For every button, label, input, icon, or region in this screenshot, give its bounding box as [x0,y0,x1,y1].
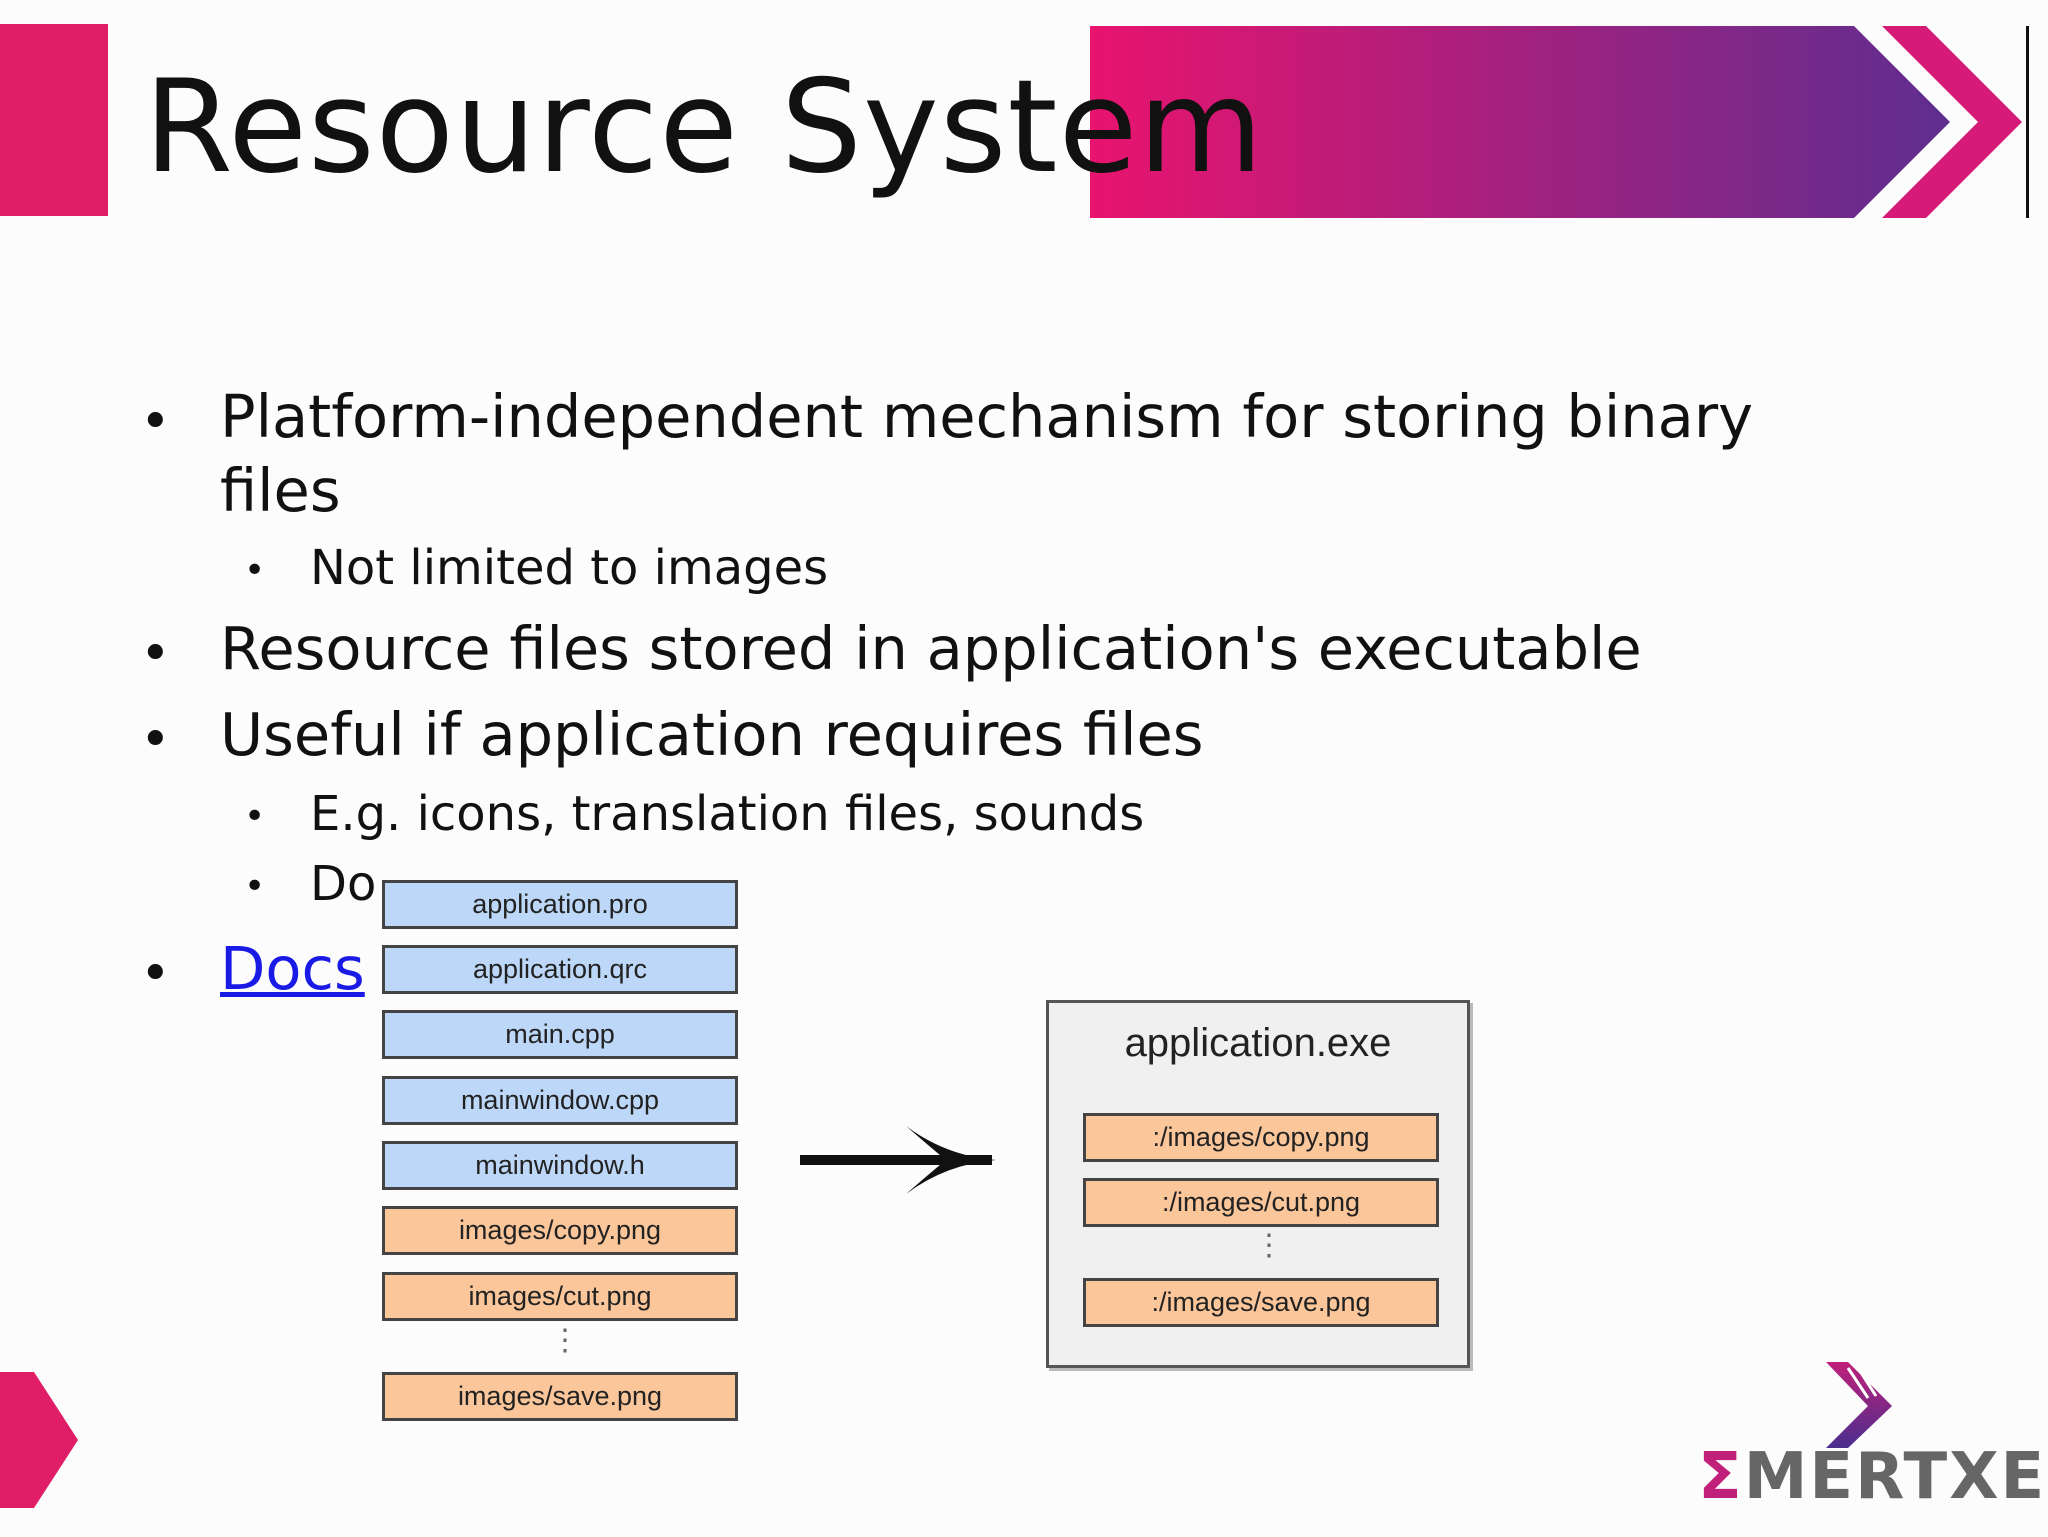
source-file-box: application.pro [382,880,738,929]
logo-text: MERTXE [1743,1440,2047,1514]
sub-bullet-dot: • [244,866,266,907]
embedded-resource-box: :/images/cut.png [1083,1178,1439,1227]
sub-bullet-eg-icons: E.g. icons, translation files, sounds [310,786,1145,842]
source-file-box: mainwindow.h [382,1141,738,1190]
emertxe-logo: ΣMERTXE [1698,1440,2046,1514]
emertxe-logo-mark-icon [1826,1362,1892,1448]
sub-bullet-not-limited: Not limited to images [310,540,829,596]
image-file-box: images/cut.png [382,1272,738,1321]
ellipsis-dots: ⋮ [1254,1229,1284,1262]
bullet-useful-if: Useful if application requires files [220,700,1204,769]
sub-bullet-dot: • [244,796,266,837]
page-title: Resource System [144,53,1264,202]
embedded-resource-box: :/images/save.png [1083,1278,1439,1327]
source-file-box: main.cpp [382,1010,738,1059]
bullet-platform-independent-cont: files [220,456,341,525]
image-file-box: images/save.png [382,1372,738,1421]
bullet-dot: • [140,944,171,1004]
image-file-box: images/copy.png [382,1206,738,1255]
embedded-resource-box: :/images/copy.png [1083,1113,1439,1162]
executable-title: application.exe [1124,1021,1392,1065]
docs-link[interactable]: Docs [220,934,365,1003]
logo-sigma: Σ [1698,1440,1744,1514]
bottom-accent-shape [0,1372,78,1508]
executable-panel: application.exe :/images/copy.png :/imag… [1046,1000,1470,1368]
arrow-right-icon [800,1126,996,1194]
bullet-resource-files: Resource files stored in application's e… [220,614,1642,683]
bullet-dot: • [140,392,171,452]
bullet-dot: • [140,710,171,770]
source-file-box: application.qrc [382,945,738,994]
bullet-platform-independent: Platform-independent mechanism for stori… [220,382,1753,451]
header-banner [1090,26,2029,218]
ellipsis-dots: ⋮ [550,1324,580,1357]
sub-bullet-dot: • [244,550,266,591]
sub-bullet-do: Do [310,856,377,912]
source-file-box: mainwindow.cpp [382,1076,738,1125]
header-accent-block [0,24,108,216]
bullet-dot: • [140,624,171,684]
